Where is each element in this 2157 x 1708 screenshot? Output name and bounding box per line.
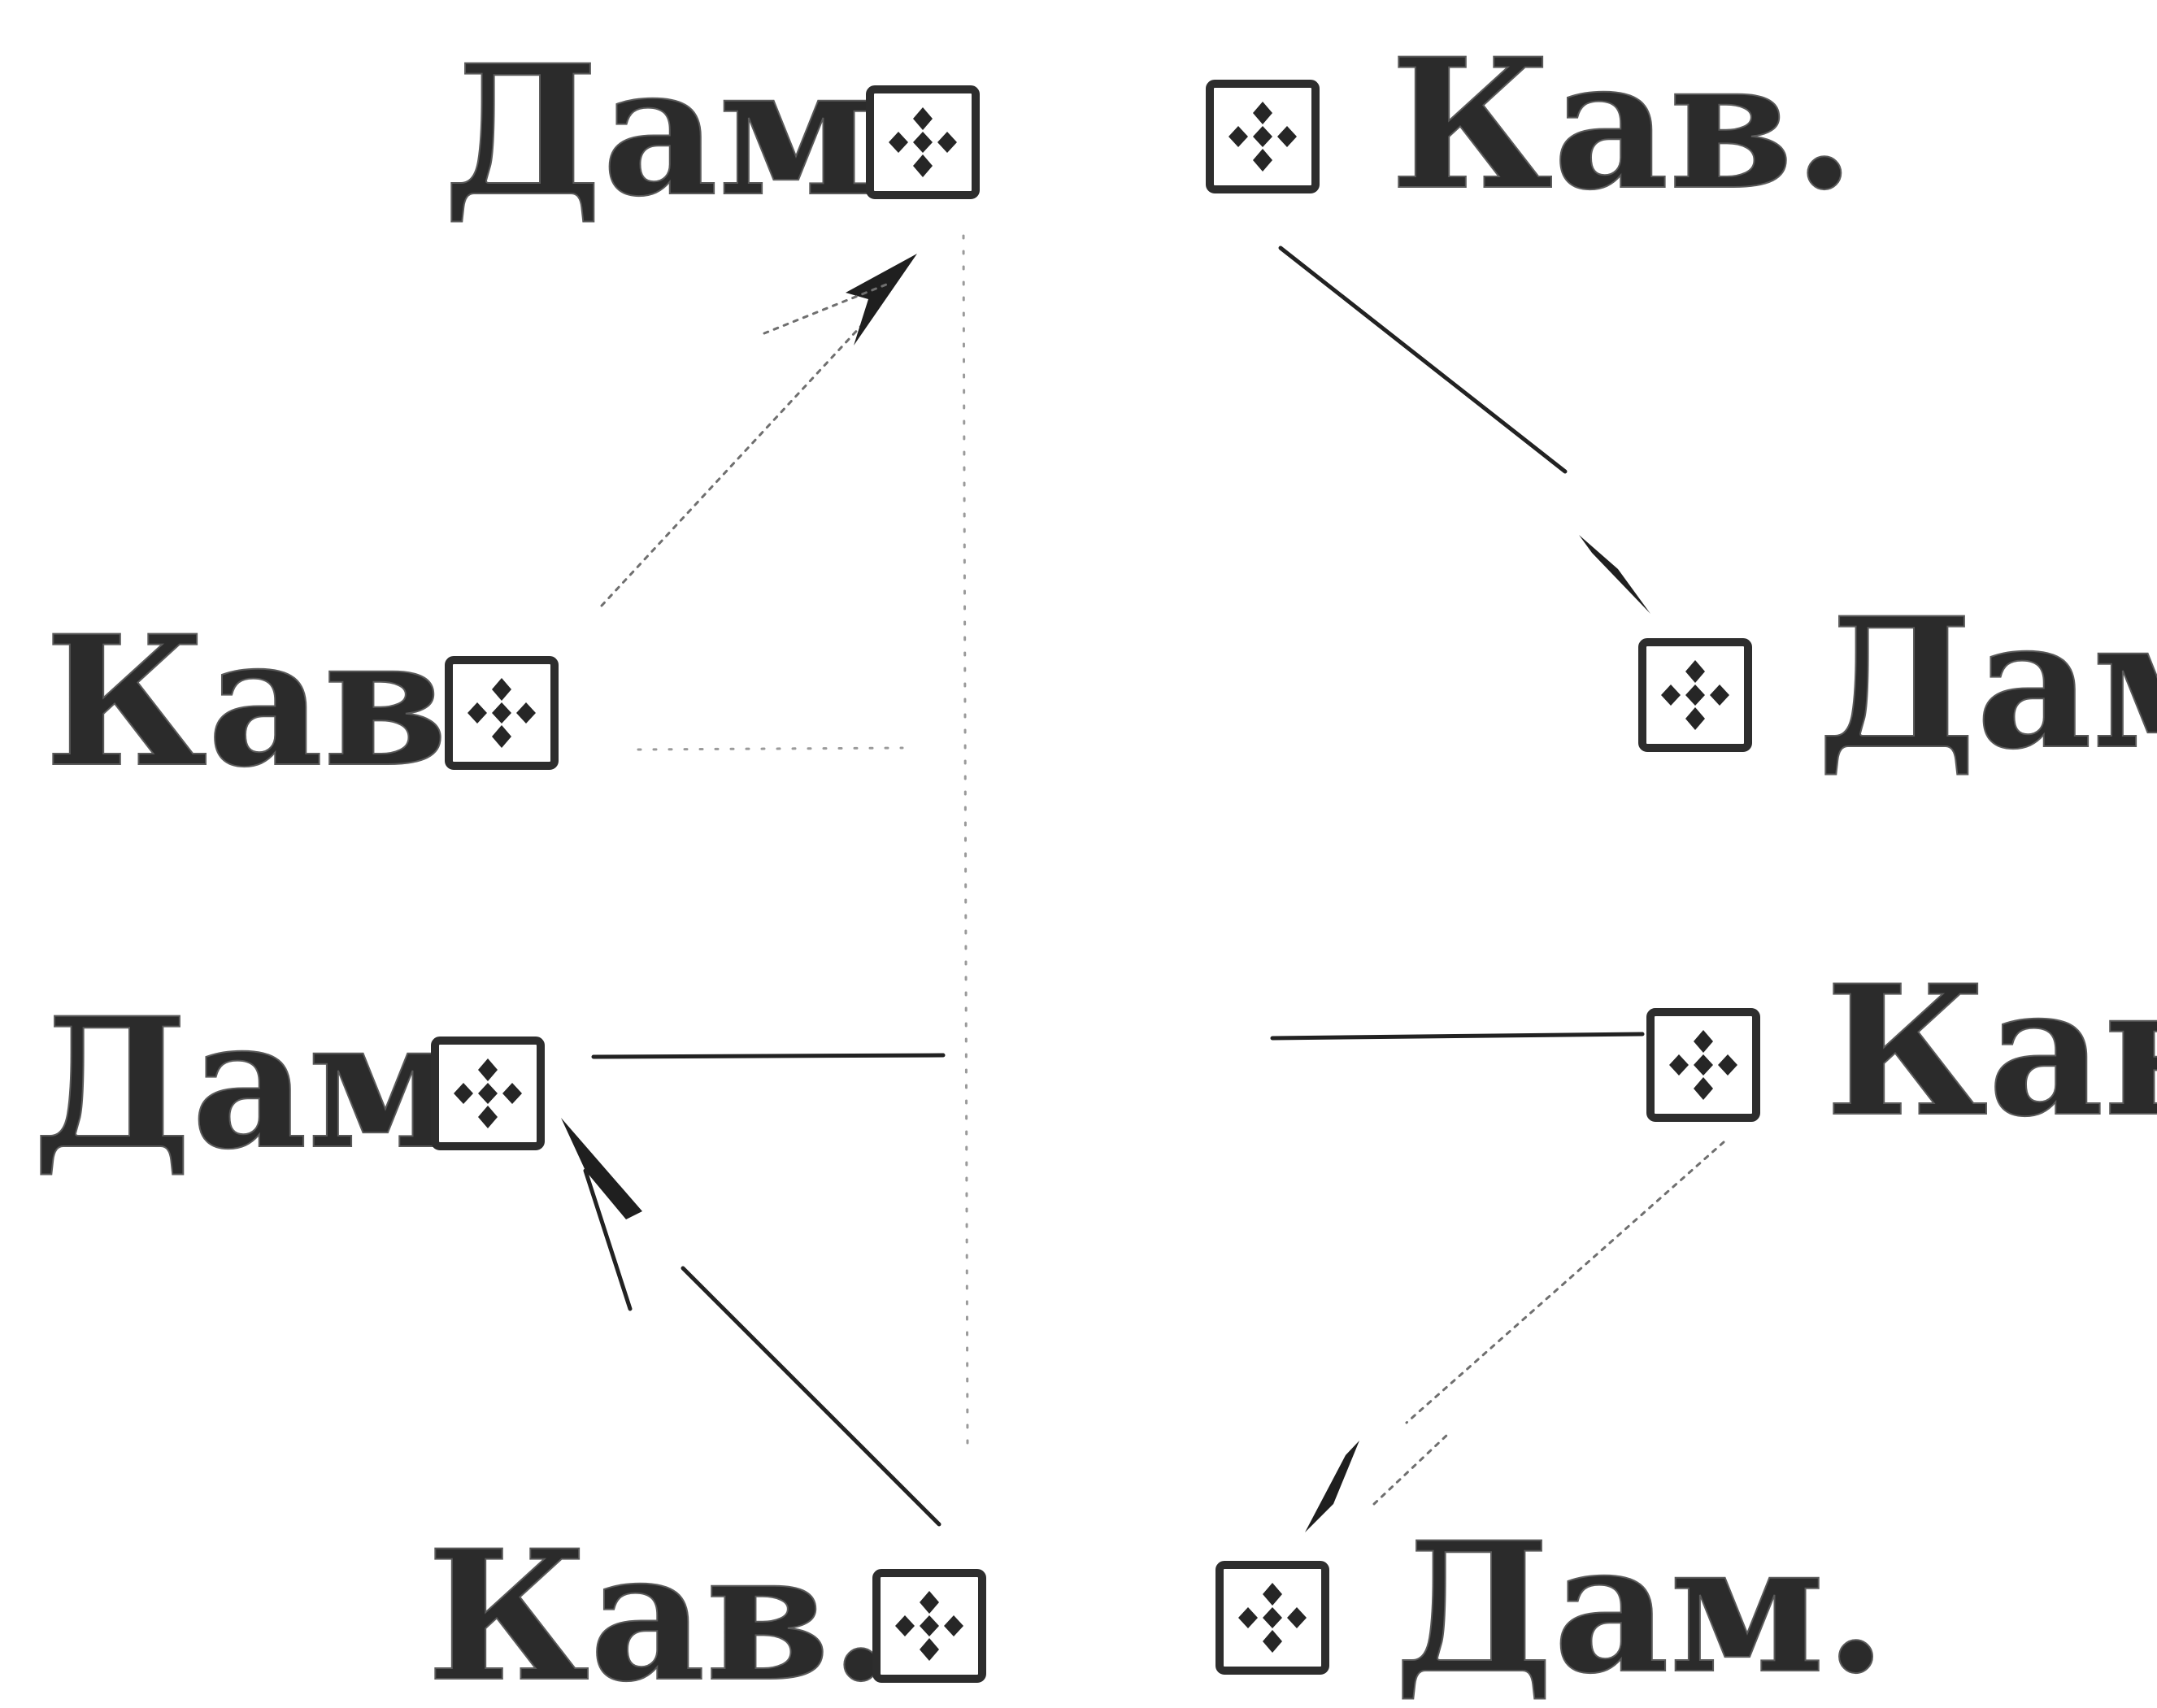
edge-upper-horizontal <box>637 746 904 751</box>
node-mid-right-lower: Кав. <box>1650 945 2157 1157</box>
node-mid-right-upper: Дам. <box>1642 577 2157 789</box>
node-label: Кав. <box>45 596 510 806</box>
node-label: Дам. <box>443 25 936 236</box>
node-mid-left-lower: Дам. <box>32 977 541 1189</box>
diamond-pips-box-icon <box>1642 642 1748 748</box>
node-mid-left-upper: Кав. <box>44 595 554 807</box>
arrow-head <box>1579 535 1650 614</box>
node-bottom-left: Кав. <box>426 1510 982 1708</box>
diamond-pips-box-icon <box>876 1573 982 1679</box>
diamond-pips-box-icon <box>1210 84 1316 189</box>
connections <box>561 234 1725 1532</box>
edge-lower-horizontal-right <box>1270 1032 1645 1041</box>
diamond-pips-box-icon <box>1650 1012 1756 1118</box>
node-label: Кав. <box>1825 945 2157 1156</box>
edge-dash-segment <box>763 283 888 335</box>
edge-short-segment <box>583 1168 633 1311</box>
arrow-head <box>846 254 917 346</box>
edge-dash-segment <box>1372 1433 1449 1506</box>
edge-kav-right-to-dam-bottom <box>1405 1141 1725 1424</box>
node-top-left: Дам. <box>442 24 976 237</box>
edge-center-vertical <box>962 234 969 1449</box>
diamond-pips-box-icon <box>870 89 976 195</box>
edge-lower-horizontal-left <box>591 1053 946 1059</box>
edge-kav-top-to-dam-right <box>1278 246 1568 474</box>
arrow-head <box>1305 1441 1359 1532</box>
arrow-head <box>561 1118 642 1219</box>
edge-kav-left-to-dam-top <box>600 324 863 607</box>
node-label: Дам. <box>1817 578 2157 789</box>
edge-kav-bottom-to-dam-left <box>681 1266 942 1527</box>
diamond-pips-box-icon <box>435 1041 541 1146</box>
diamond-pips-box-icon <box>1220 1565 1325 1671</box>
node-label: Кав. <box>1390 19 1855 229</box>
diamond-pips-box-icon <box>449 660 554 766</box>
node-bottom-right: Дам. <box>1220 1502 1888 1708</box>
node-top-right: Кав. <box>1210 18 1856 230</box>
node-label: Кав. <box>427 1510 892 1708</box>
node-label: Дам. <box>1394 1502 1887 1708</box>
